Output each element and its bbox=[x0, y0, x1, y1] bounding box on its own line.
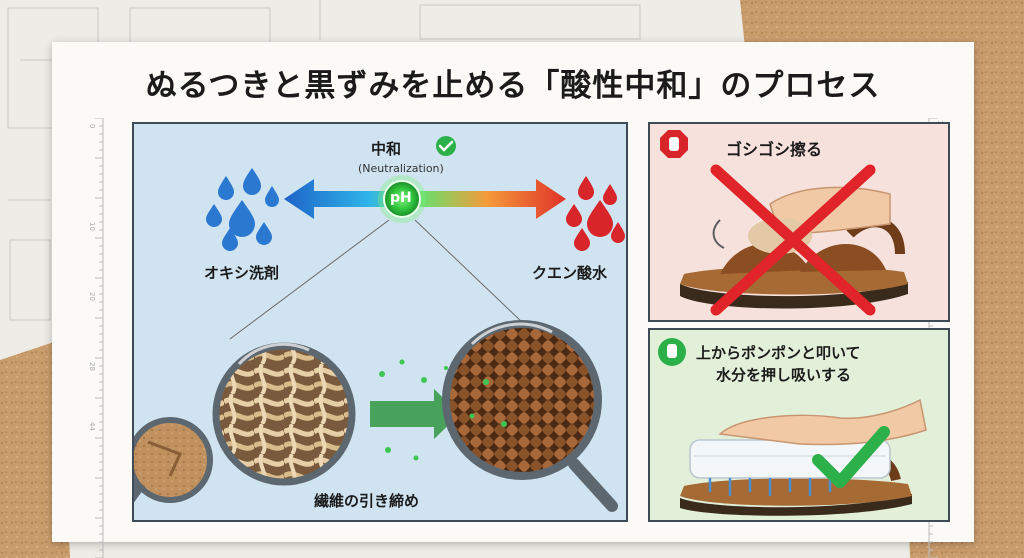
good-method-line2: 水分を押し吸いする bbox=[716, 366, 852, 384]
bad-method-illustration bbox=[660, 130, 908, 316]
fiber-caption: 繊維の引き締め bbox=[314, 492, 420, 510]
neutralization-diagram bbox=[134, 136, 625, 512]
ruler-left-label: 10 bbox=[88, 222, 96, 231]
infographic-card: ぬるつきと黒ずみを止める「酸性中和」のプロセス 0 10 20 28 44 10… bbox=[52, 42, 974, 558]
good-method-line1: 上からポンポンと叩いて bbox=[696, 344, 861, 362]
neutralization-sublabel: (Neutralization) bbox=[358, 162, 444, 175]
ruler-left-label: 44 bbox=[88, 422, 96, 431]
blueprint-lines bbox=[7, 0, 641, 321]
bad-method-label: ゴシゴシ擦る bbox=[726, 140, 823, 159]
check-icon bbox=[812, 426, 890, 488]
tight-fibers-magnifier bbox=[442, 320, 618, 512]
water-drops-icon bbox=[206, 168, 279, 251]
ruler-left-label: 20 bbox=[88, 292, 96, 301]
pressing-hand bbox=[718, 398, 927, 446]
loose-fibers-magnifier bbox=[212, 342, 356, 486]
ruler-left-label: 0 bbox=[88, 124, 96, 128]
cross-icon bbox=[710, 164, 876, 316]
neutralization-label: 中和 bbox=[371, 140, 402, 158]
cork-sample-magnifier bbox=[134, 417, 213, 503]
zoom-lines bbox=[229, 219, 525, 340]
acid-drops-icon bbox=[566, 176, 625, 251]
check-icon bbox=[436, 136, 456, 156]
ruler-left: 0 10 20 28 44 bbox=[88, 118, 104, 558]
ph-gradient-arrow bbox=[284, 179, 566, 219]
open-hand-icon bbox=[658, 338, 686, 366]
stop-hand-icon bbox=[660, 130, 688, 158]
acid-label: クエン酸水 bbox=[532, 264, 608, 282]
tighten-arrow bbox=[370, 359, 460, 461]
ruler-left-label: 28 bbox=[88, 362, 96, 371]
good-method-illustration bbox=[658, 338, 927, 516]
good-method-panel: 上からポンポンと叩いて 水分を押し吸いする bbox=[648, 328, 950, 522]
ph-badge-label: pH bbox=[390, 190, 412, 206]
ph-badge bbox=[378, 175, 426, 223]
bad-method-panel: ゴシゴシ擦る bbox=[648, 122, 950, 322]
neutralization-panel: 中和 (Neutralization) pH オキシ洗剤 クエン酸水 繊維の引き… bbox=[132, 122, 628, 522]
alkaline-label: オキシ洗剤 bbox=[204, 264, 280, 282]
page-title: ぬるつきと黒ずみを止める「酸性中和」のプロセス bbox=[145, 68, 881, 104]
